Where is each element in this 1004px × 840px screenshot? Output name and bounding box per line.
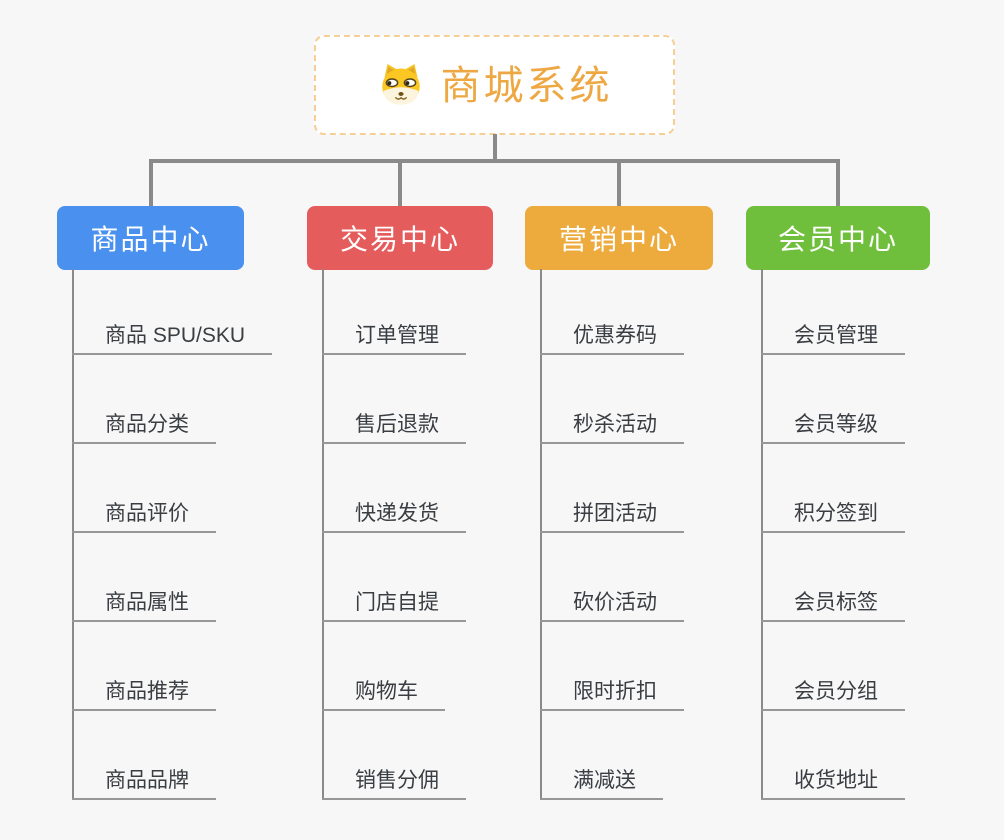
child-topic[interactable]: 售后退款: [322, 398, 466, 444]
child-topic[interactable]: 商品分类: [72, 398, 216, 444]
connector-line: [493, 134, 497, 163]
connector-line: [148, 159, 153, 208]
connector-line: [398, 159, 402, 208]
branch-label: 营销中心: [558, 224, 679, 255]
child-topic[interactable]: 商品推荐: [72, 665, 216, 711]
connector-line: [148, 159, 840, 163]
child-topic[interactable]: 商品评价: [72, 487, 216, 533]
child-topic[interactable]: 拼团活动: [540, 487, 684, 533]
branch-header-2[interactable]: 交易中心: [307, 206, 493, 270]
child-topic[interactable]: 优惠券码: [540, 309, 684, 355]
child-topic[interactable]: 快递发货: [322, 487, 466, 533]
dog-face-icon: [377, 61, 425, 109]
child-topic[interactable]: 会员分组: [761, 665, 905, 711]
branch-label: 商品中心: [90, 224, 211, 255]
child-topic[interactable]: 订单管理: [322, 309, 466, 355]
branch-header-3[interactable]: 营销中心: [525, 206, 713, 270]
connector-line: [836, 159, 840, 208]
child-topic[interactable]: 门店自提: [322, 576, 466, 622]
child-topic[interactable]: 会员管理: [761, 309, 905, 355]
child-topic[interactable]: 收货地址: [761, 754, 905, 800]
child-topic[interactable]: 限时折扣: [540, 665, 684, 711]
branch-header-1[interactable]: 商品中心: [57, 206, 244, 270]
child-topic[interactable]: 商品属性: [72, 576, 216, 622]
child-topic[interactable]: 商品 SPU/SKU: [72, 309, 273, 355]
child-topic[interactable]: 满减送: [540, 754, 663, 800]
branch-connector-line: [540, 269, 542, 800]
child-topic[interactable]: 秒杀活动: [540, 398, 684, 444]
child-topic[interactable]: 购物车: [322, 665, 445, 711]
branch-label: 交易中心: [339, 224, 460, 255]
child-topic[interactable]: 商品品牌: [72, 754, 216, 800]
branch-connector-line: [761, 269, 763, 800]
child-topic[interactable]: 砍价活动: [540, 576, 684, 622]
root-node[interactable]: 商城系统: [314, 35, 675, 135]
child-topic[interactable]: 销售分佣: [322, 754, 466, 800]
connector-line: [617, 159, 621, 208]
branch-label: 会员中心: [777, 224, 898, 255]
branch-connector-line: [72, 269, 74, 800]
branch-connector-line: [322, 269, 324, 800]
branch-header-4[interactable]: 会员中心: [746, 206, 930, 270]
child-topic[interactable]: 会员等级: [761, 398, 905, 444]
child-topic[interactable]: 积分签到: [761, 487, 905, 533]
root-title: 商城系统: [440, 64, 613, 108]
child-topic[interactable]: 会员标签: [761, 576, 905, 622]
